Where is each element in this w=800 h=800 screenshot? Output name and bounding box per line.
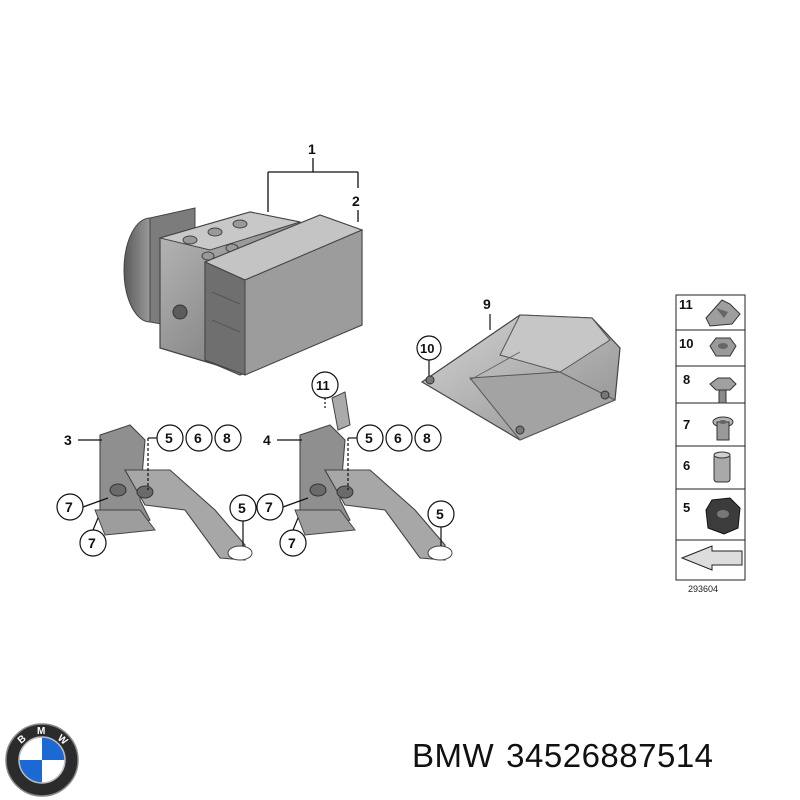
bracket-right bbox=[294, 391, 453, 561]
callout-1: 1 bbox=[308, 141, 316, 157]
callout-group-lower: 7 7 5 7 7 5 bbox=[56, 493, 455, 557]
callout-9: 9 bbox=[483, 296, 491, 312]
callout-5-right: 5 bbox=[365, 430, 373, 446]
legend-label-1: 10 bbox=[679, 336, 693, 351]
bracket-left bbox=[94, 424, 253, 561]
callout-7-left-lower: 7 bbox=[88, 535, 96, 551]
callout-3: 3 bbox=[64, 432, 72, 448]
legend-label-2: 8 bbox=[683, 372, 690, 387]
flange-screw-icon bbox=[709, 377, 737, 404]
control-unit-plate bbox=[420, 314, 621, 441]
callout-5-right-lower: 5 bbox=[436, 506, 444, 522]
legend-label-5: 5 bbox=[683, 500, 690, 515]
legend-label-4: 6 bbox=[683, 458, 690, 473]
brand-name: BMW bbox=[412, 737, 495, 774]
callout-5-left: 5 bbox=[165, 430, 173, 446]
leader-lines-1-2 bbox=[267, 158, 359, 222]
callout-8-left: 8 bbox=[223, 430, 231, 446]
legend-label-0: 11 bbox=[679, 297, 693, 312]
bmw-logo: B M W bbox=[5, 723, 79, 797]
diagram-reference-number: 293604 bbox=[688, 584, 718, 594]
callout-11: 11 bbox=[316, 378, 330, 393]
callout-bubble-11: 11 bbox=[311, 371, 339, 410]
sleeve-icon bbox=[712, 416, 734, 441]
callout-4: 4 bbox=[263, 432, 271, 448]
callout-6-left: 6 bbox=[194, 430, 202, 446]
abs-hydraulic-unit bbox=[123, 207, 364, 376]
front-arrow-icon bbox=[680, 545, 743, 571]
callout-7-right-lower: 7 bbox=[288, 535, 296, 551]
callout-5-left-lower: 5 bbox=[238, 500, 246, 516]
legend-label-3: 7 bbox=[683, 417, 690, 432]
clip-icon bbox=[705, 299, 741, 327]
callout-7-left-upper: 7 bbox=[65, 499, 73, 515]
legend-panel: 11 10 8 7 6 5 bbox=[675, 294, 746, 594]
callout-2: 2 bbox=[352, 193, 360, 209]
bushing-icon bbox=[713, 451, 731, 483]
callout-8-right: 8 bbox=[423, 430, 431, 446]
callout-group-left-568: 5 6 8 bbox=[147, 424, 242, 490]
callout-bubble-10: 10 bbox=[416, 335, 442, 376]
callout-group-right-568: 5 6 8 bbox=[347, 424, 442, 490]
part-caption: BMW 34526887514 bbox=[412, 737, 726, 775]
svg-text:M: M bbox=[37, 726, 45, 737]
part-number: 34526887514 bbox=[506, 737, 714, 774]
callout-6-right: 6 bbox=[394, 430, 402, 446]
callout-10: 10 bbox=[420, 341, 434, 356]
callout-7-right-upper: 7 bbox=[265, 499, 273, 515]
hex-nut-icon bbox=[709, 337, 737, 357]
rubber-mount-icon bbox=[705, 497, 741, 535]
